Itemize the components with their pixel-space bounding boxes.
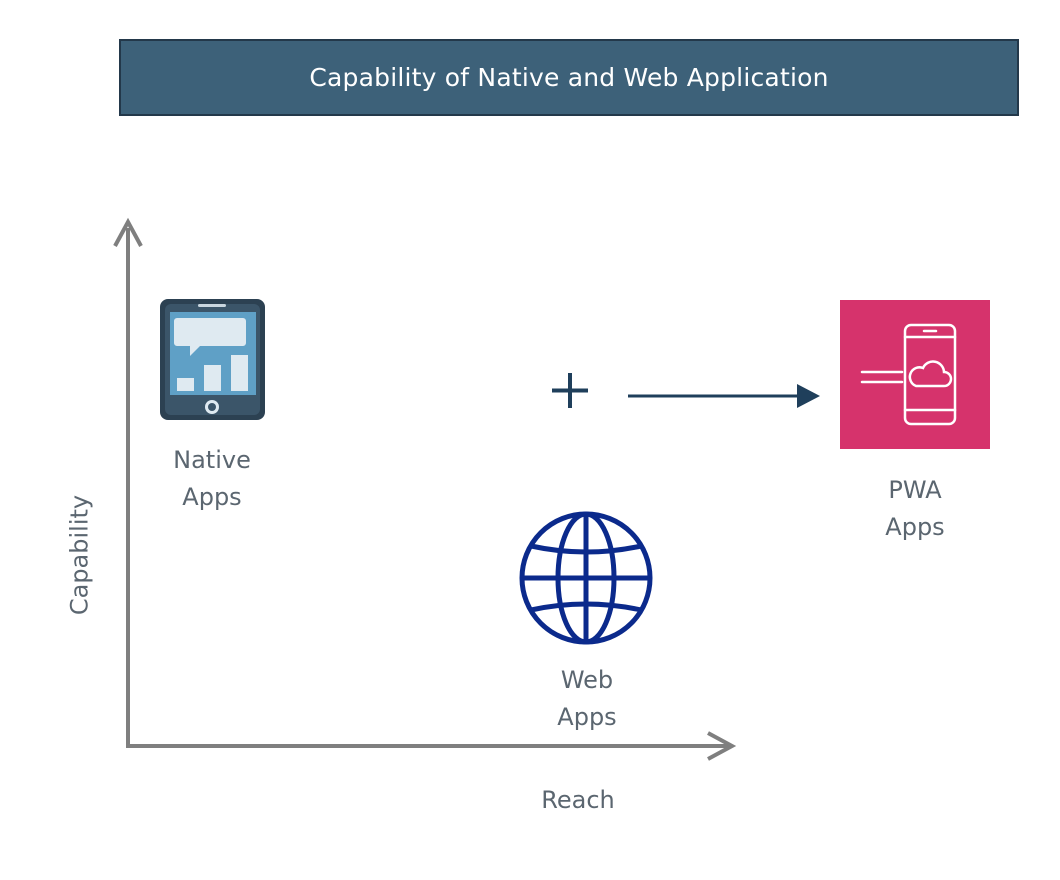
globe-icon — [519, 511, 653, 645]
web-apps-line2: Apps — [557, 703, 617, 731]
y-axis — [113, 217, 143, 746]
tablet-icon — [160, 299, 265, 420]
native-apps-label: Native Apps — [162, 442, 262, 516]
web-apps-label: Web Apps — [537, 662, 637, 736]
diagram-title: Capability of Native and Web Application — [309, 63, 829, 92]
x-axis-label: Reach — [541, 786, 615, 814]
web-apps-line1: Web — [560, 666, 614, 694]
title-banner: Capability of Native and Web Application — [119, 39, 1019, 116]
pwa-apps-label: PWA Apps — [865, 472, 965, 546]
mobile-cloud-icon — [860, 323, 957, 426]
pwa-apps-line1: PWA — [888, 476, 942, 504]
plus-icon — [552, 373, 588, 408]
y-axis-label: Capability — [65, 494, 94, 616]
native-apps-line2: Apps — [182, 483, 242, 511]
pwa-icon-tile — [840, 300, 990, 449]
pwa-apps-line2: Apps — [885, 513, 945, 541]
x-axis — [126, 731, 737, 761]
arrow-to-pwa — [628, 384, 820, 408]
native-apps-line1: Native — [173, 446, 251, 474]
